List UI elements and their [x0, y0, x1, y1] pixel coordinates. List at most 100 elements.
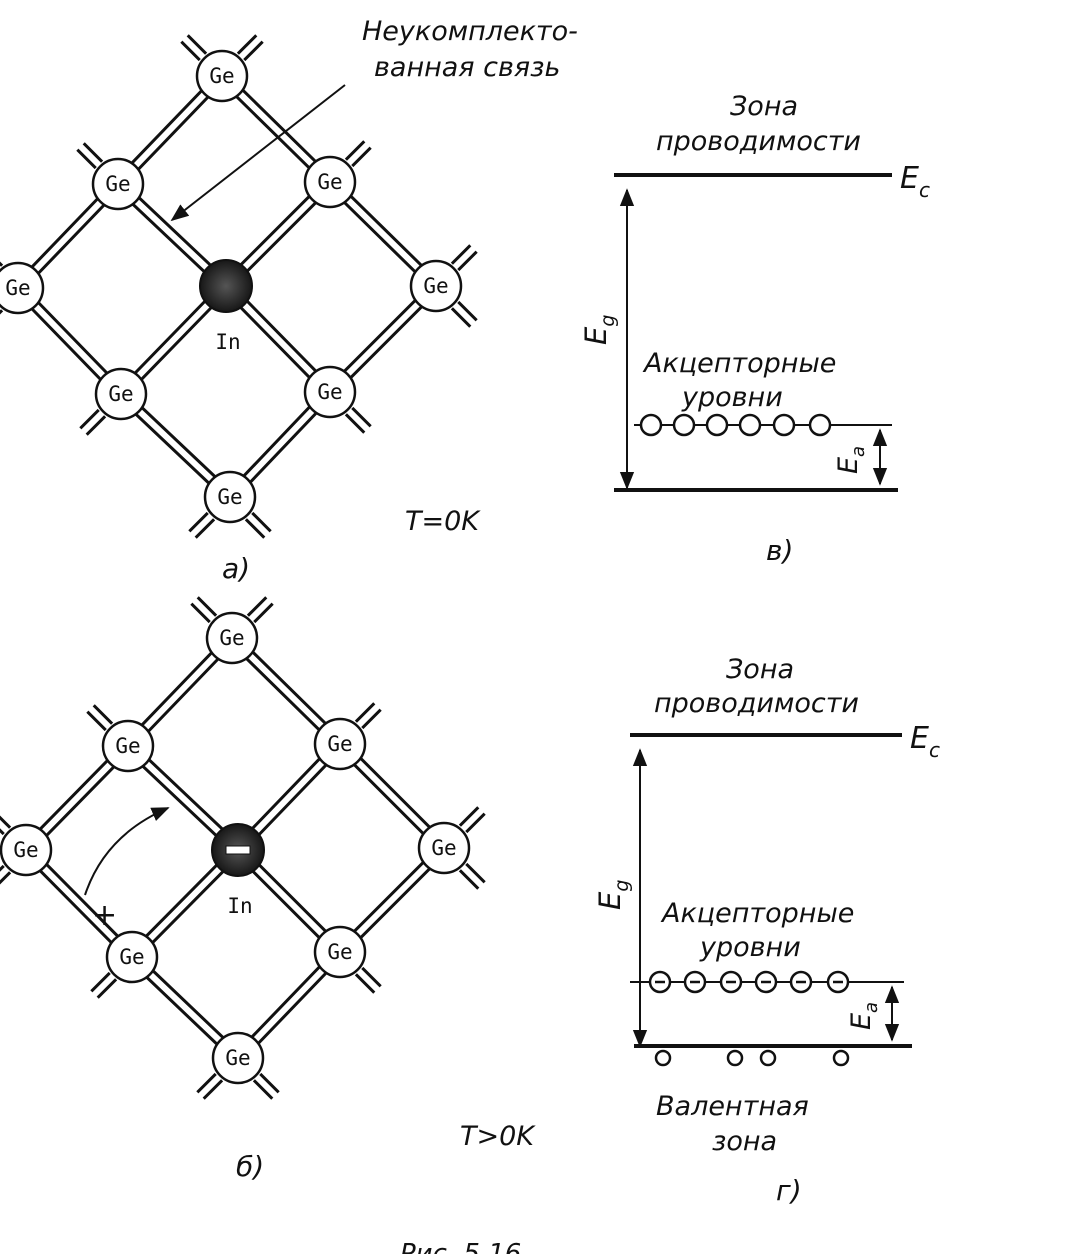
bond-stub — [243, 40, 264, 62]
ge-atom-label: Ge — [115, 734, 140, 758]
bond-stub — [253, 602, 274, 624]
hole-circle — [759, 1049, 777, 1067]
acceptor-level-circle — [705, 413, 729, 437]
bond-stub — [457, 250, 478, 272]
bond-stub — [354, 702, 376, 723]
bond-stub — [361, 966, 382, 988]
ge-atom-label: Ge — [219, 626, 244, 650]
ge-atom-label: Ge — [209, 64, 234, 88]
in-impurity-atom — [199, 259, 253, 313]
acceptor-levels-g — [648, 970, 850, 994]
ge-atom-label: Ge — [5, 276, 30, 300]
hole-sign: + — [92, 898, 117, 933]
ge-atom — [0, 261, 45, 315]
bond-stub — [458, 806, 480, 827]
bond-stub — [0, 815, 12, 829]
bond-stubs-a — [0, 34, 478, 539]
ge-atom — [313, 717, 367, 771]
bond-stub — [344, 140, 366, 161]
ec-label-v: Ec — [900, 161, 930, 202]
bond-stub — [0, 864, 5, 872]
conduction-title-v-1: Зона — [730, 91, 798, 122]
negative-charge-icon — [225, 845, 251, 855]
bond-stub — [188, 511, 209, 533]
bond-stub — [190, 602, 211, 624]
bond-stub — [351, 146, 372, 168]
ge-atom-label: Ge — [431, 836, 456, 860]
bond-stub — [0, 261, 4, 267]
bond-stub — [92, 704, 114, 725]
panel-label-v: в) — [766, 534, 793, 567]
bond-stub — [344, 413, 366, 434]
ge-atom — [94, 367, 148, 421]
bond-stub — [458, 869, 480, 890]
band-diagram-g: Зона проводимости Ec Eg Акцепторные уров… — [593, 654, 940, 1207]
bond-stub — [244, 518, 266, 539]
bond-stub — [186, 34, 208, 55]
ge-atom — [211, 1031, 265, 1085]
bond-stub — [0, 828, 5, 836]
panel-label-a: а) — [222, 552, 250, 585]
ge-atom — [195, 49, 249, 103]
eg-label-g: Eg — [593, 880, 633, 910]
acceptor-title-v-2: уровни — [681, 382, 783, 413]
acceptor-level-circle — [772, 413, 796, 437]
ge-atom-label: Ge — [13, 838, 38, 862]
ge-atom — [0, 823, 53, 877]
in-impurity-label: In — [227, 894, 252, 918]
bond-stub — [465, 862, 486, 884]
callout-arrow — [170, 84, 346, 222]
callout-line-2: ванная связь — [374, 52, 560, 83]
ge-atom-label: Ge — [105, 172, 130, 196]
ge-atom — [105, 930, 159, 984]
temperature-a: T=0K — [405, 506, 481, 537]
bond-stub — [259, 1072, 280, 1094]
bond-stub — [85, 415, 107, 436]
ge-atom-label: Ge — [317, 170, 342, 194]
bond-stub — [450, 244, 472, 265]
acceptor-levels-v — [639, 413, 832, 437]
ea-label-v: Ea — [833, 446, 869, 474]
ge-atom — [91, 157, 145, 211]
ge-atom — [303, 365, 357, 419]
bond-stub — [79, 408, 100, 430]
panel-label-b: б) — [236, 1150, 264, 1183]
hole-circle — [654, 1049, 672, 1067]
acceptor-level-circle — [639, 413, 663, 437]
bond-stub — [86, 710, 107, 732]
bond-stub — [251, 511, 272, 533]
bond-stub — [76, 148, 97, 170]
bond-stub — [351, 406, 372, 428]
hole-motion-arrow — [84, 807, 170, 896]
ec-label-g: Ec — [910, 721, 940, 762]
bond-stub — [361, 708, 382, 730]
ge-atom-label: Ge — [317, 380, 342, 404]
bond-stub — [82, 142, 104, 163]
bond-stub — [246, 596, 268, 617]
acceptor-title-v-1: Акцепторные — [642, 348, 836, 379]
bond-stubs-b — [0, 596, 486, 1100]
acceptor-level-circle — [808, 413, 832, 437]
panel-label-g: г) — [776, 1174, 802, 1207]
bond-stub — [450, 307, 472, 328]
acceptor-level-circle — [738, 413, 762, 437]
hole-circle — [832, 1049, 850, 1067]
conduction-title-g-2: проводимости — [654, 688, 859, 719]
ge-atom — [313, 925, 367, 979]
bond-stub — [196, 596, 218, 617]
bond-stub — [0, 871, 12, 885]
bond-stub — [457, 300, 478, 322]
ge-atom-label: Ge — [217, 485, 242, 509]
ge-atom — [203, 470, 257, 524]
ge-atom — [417, 821, 471, 875]
figure-caption: Рис. 5.16 — [400, 1239, 521, 1254]
valence-title-g-1: Валентная — [656, 1091, 809, 1122]
bond-stub — [194, 518, 216, 539]
valence-holes-g — [654, 1049, 850, 1067]
bond-stub — [90, 971, 111, 993]
bond-stub — [465, 812, 486, 834]
bond-stub — [236, 34, 258, 55]
